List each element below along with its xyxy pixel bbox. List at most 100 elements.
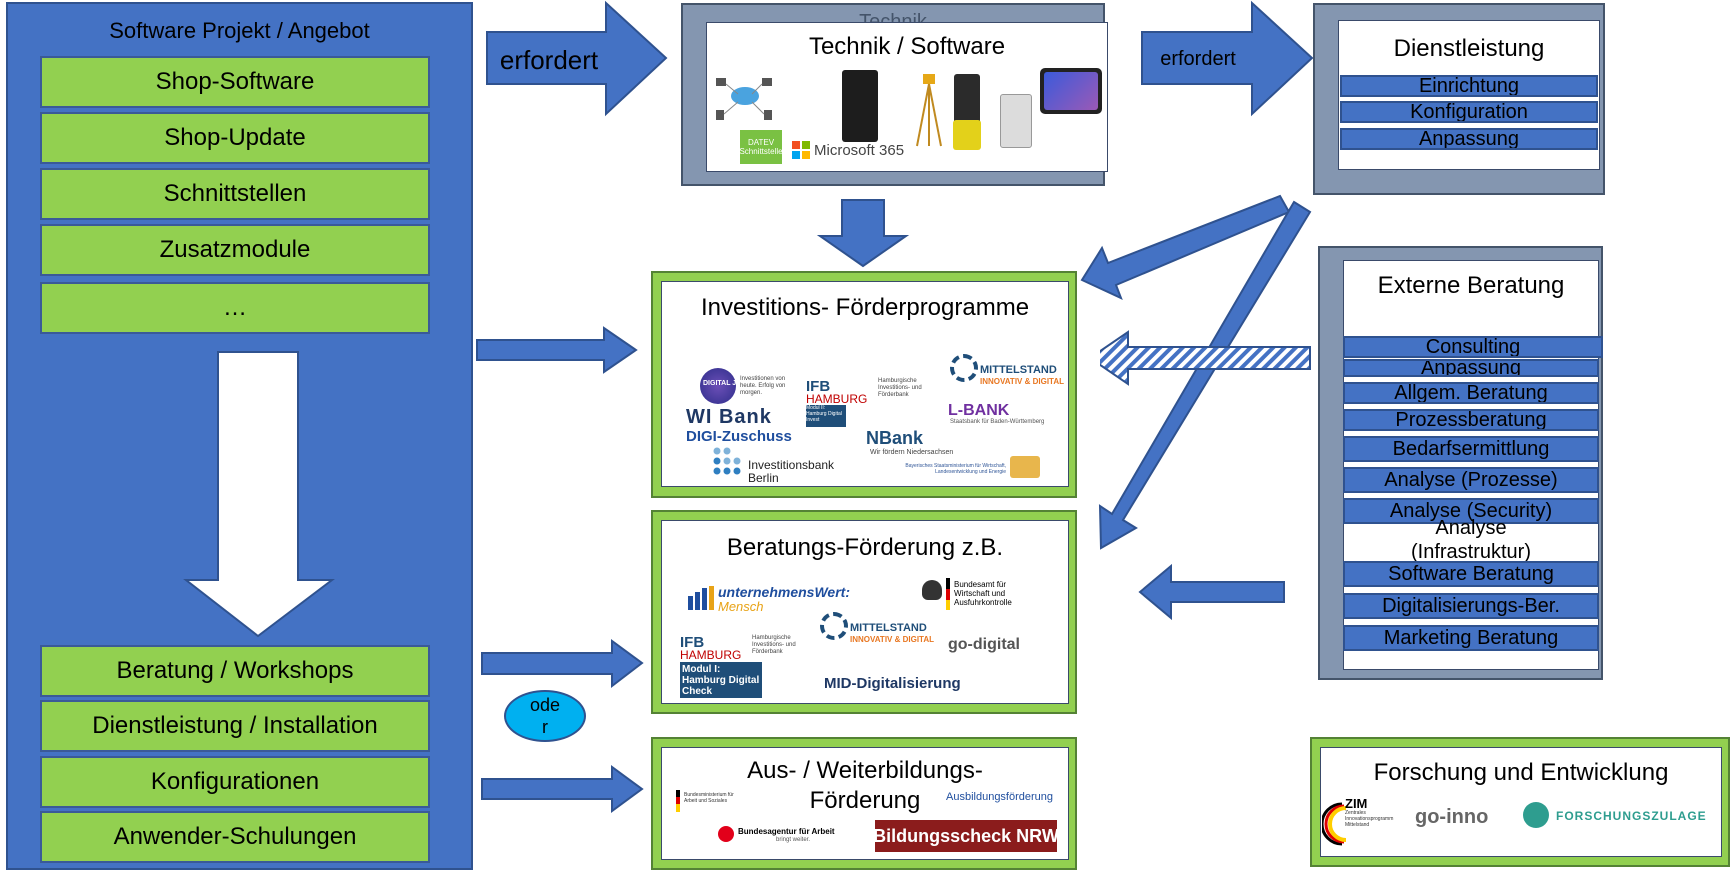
mittelstand-logo-2: MITTELSTAND bbox=[850, 622, 927, 634]
item-dienstleistung-installation[interactable]: Dienstleistung / Installation bbox=[40, 700, 430, 752]
forschung-title: Forschung und Entwicklung bbox=[1373, 759, 1669, 786]
mid-digitalisierung-logo: MID-Digitalisierung bbox=[824, 675, 961, 692]
down-arrow-icon bbox=[183, 351, 335, 638]
tripod-icon bbox=[915, 74, 943, 148]
beratung-title: Beratungs-Förderung z.B. bbox=[726, 534, 1004, 561]
bayern-crest-icon bbox=[1010, 456, 1040, 478]
item-schnittstellen[interactable]: Schnittstellen bbox=[40, 168, 430, 220]
zim-sub: Zentrales Innovationsprogramm Mittelstan… bbox=[1345, 810, 1394, 828]
uwm-bars-icon bbox=[688, 586, 716, 610]
ifb-logo: IFB bbox=[806, 378, 831, 395]
wibank-logo: WI Bank bbox=[686, 406, 772, 428]
arrow-externe-to-beratung bbox=[1138, 563, 1285, 621]
bmas-logo: Bundesministerium für Arbeit und Soziale… bbox=[684, 792, 734, 804]
modul-1-badge: Modul I: Hamburg Digital Check bbox=[680, 662, 762, 698]
lbank-logo: L-BANK bbox=[948, 402, 1010, 419]
item-konfigurationen[interactable]: Konfigurationen bbox=[40, 756, 430, 808]
microsoft-icon bbox=[792, 141, 810, 159]
digital-jetzt-icon bbox=[700, 368, 736, 404]
arrow-to-beratung bbox=[481, 639, 644, 689]
software-projekt-title: Software Projekt / Angebot bbox=[109, 18, 370, 43]
item-more[interactable]: … bbox=[40, 282, 430, 334]
ausbildung-title-2: Förderung bbox=[809, 787, 921, 814]
go-digital-logo: go-digital bbox=[948, 636, 1020, 653]
arrow-dl-to-investition bbox=[1080, 194, 1291, 300]
mittelstand-gear-icon bbox=[950, 354, 978, 382]
mittelstand-logo: MITTELSTAND bbox=[980, 364, 1057, 376]
nbank-sub: Wir fördern Niedersachsen bbox=[870, 449, 954, 456]
investition-title: Investitions- Förderprogramme bbox=[700, 294, 1030, 321]
ifb-hamburg: HAMBURG bbox=[806, 392, 868, 406]
ba-icon bbox=[718, 826, 734, 842]
investition-overflow-mask bbox=[1080, 346, 1100, 396]
arrow-erfordert-1 bbox=[486, 0, 668, 117]
item-shop-update[interactable]: Shop-Update bbox=[40, 112, 430, 164]
server-icon bbox=[842, 70, 878, 142]
mittelstand-sub: INNOVATIV & DIGITAL bbox=[980, 377, 1064, 386]
forschung-card bbox=[1320, 747, 1722, 857]
arrow-erfordert-2 bbox=[1141, 0, 1314, 117]
bafa-logo: Bundesamt für Wirtschaft und Ausfuhrkont… bbox=[954, 580, 1012, 607]
ibb-dots-icon bbox=[712, 446, 742, 476]
digital-jetzt-logo: DIGITAL JETZT bbox=[703, 380, 754, 387]
ext-item-digitalisierungs-ber[interactable]: Digitalisierungs-Ber. bbox=[1343, 593, 1599, 619]
dl-item-anpassung[interactable]: Anpassung bbox=[1340, 128, 1598, 150]
ifb-hamburg-2: HAMBURG bbox=[680, 648, 742, 662]
go-inno-logo: go-inno bbox=[1415, 806, 1489, 828]
ext-item-analyse-prozesse[interactable]: Analyse (Prozesse) bbox=[1343, 467, 1599, 493]
lbank-sub: Staatsbank für Baden-Württemberg bbox=[950, 419, 1045, 425]
label-erfordert-2: erfordert bbox=[1160, 47, 1236, 70]
tablet-icon bbox=[1040, 68, 1102, 114]
item-zusatzmodule[interactable]: Zusatzmodule bbox=[40, 224, 430, 276]
externe-title: Externe Beratung bbox=[1377, 272, 1565, 299]
dienstleistung-title: Dienstleistung bbox=[1393, 35, 1545, 62]
ibb-city: Berlin bbox=[748, 471, 779, 485]
item-shop-software[interactable]: Shop-Software bbox=[40, 56, 430, 108]
arrow-down-technik bbox=[816, 199, 910, 268]
dl-item-konfiguration[interactable]: Konfiguration bbox=[1340, 101, 1598, 123]
ibb-logo: Investitionsbank bbox=[748, 458, 835, 472]
digital-jetzt-tagline: Investitionen von heute. Erfolg von morg… bbox=[740, 376, 786, 396]
bundesadler-icon bbox=[922, 580, 942, 600]
ext-item-software-beratung[interactable]: Software Beratung bbox=[1343, 561, 1599, 587]
zim-logo: ZIM bbox=[1345, 796, 1368, 811]
dl-item-einrichtung[interactable]: Einrichtung bbox=[1340, 75, 1598, 97]
uwm-logo-1: unternehmensWert: bbox=[718, 584, 850, 600]
technik-title: Technik / Software bbox=[808, 33, 1006, 60]
nbank-logo: NBank bbox=[866, 428, 924, 448]
ext-item-analyse-security[interactable]: Analyse (Security) bbox=[1343, 498, 1599, 524]
forschungszulage-icon bbox=[1523, 802, 1549, 828]
label-erfordert-1: erfordert bbox=[499, 44, 599, 75]
ext-item-anpassung[interactable]: Anpassung bbox=[1343, 359, 1599, 377]
ifb-desc: Hamburgische Investitions- und Förderban… bbox=[878, 378, 922, 398]
ext-item-analyse-infrastruktur[interactable]: Analyse (Infrastruktur) bbox=[1410, 517, 1532, 563]
mittelstand-gear-icon-2 bbox=[820, 612, 848, 640]
ext-item-consulting[interactable]: Consulting bbox=[1343, 336, 1603, 358]
german-flag-bar-2 bbox=[676, 790, 680, 812]
item-anwender-schulungen[interactable]: Anwender-Schulungen bbox=[40, 811, 430, 863]
bildungsscheck-nrw-logo: Bildungsscheck NRW bbox=[873, 820, 1059, 852]
printer-icon bbox=[1000, 94, 1032, 148]
item-beratung-workshops[interactable]: Beratung / Workshops bbox=[40, 645, 430, 697]
ausbildung-title-1: Aus- / Weiterbildungs- bbox=[747, 757, 983, 784]
oder-badge: oder bbox=[504, 690, 586, 742]
ext-item-bedarfsermittlung[interactable]: Bedarfsermittlung bbox=[1343, 436, 1599, 462]
zim-arc-icon bbox=[1320, 796, 1358, 846]
ba-sub: bringt weiter. bbox=[776, 837, 811, 843]
datev-logo: DATEV Schnittstelle bbox=[739, 130, 783, 164]
forschungszulage-logo: FORSCHUNGSZULAGE bbox=[1556, 809, 1707, 823]
ext-item-prozessberatung[interactable]: Prozessberatung bbox=[1343, 409, 1599, 431]
arrow-to-investition bbox=[476, 326, 638, 374]
microsoft-365-label: Microsoft 365 bbox=[814, 142, 905, 159]
bayern-ministry: Bayerisches Staatsministerium für Wirtsc… bbox=[905, 463, 1006, 475]
mittelstand-sub-2: INNOVATIV & DIGITAL bbox=[850, 635, 934, 644]
ifb-logo-2: IFB bbox=[680, 634, 705, 651]
arrow-to-ausbildung bbox=[481, 765, 644, 813]
ausbildungsfoerderung-label: Ausbildungsförderung bbox=[946, 791, 1054, 803]
ext-item-allgem-beratung[interactable]: Allgem. Beratung bbox=[1343, 382, 1599, 404]
ext-item-marketing-beratung[interactable]: Marketing Beratung bbox=[1343, 625, 1599, 651]
german-flag-bar bbox=[946, 578, 950, 610]
ifb-module-badge: Modul II: Hamburg Digital Invest bbox=[806, 405, 846, 427]
uwm-logo-2: Mensch bbox=[718, 599, 764, 614]
